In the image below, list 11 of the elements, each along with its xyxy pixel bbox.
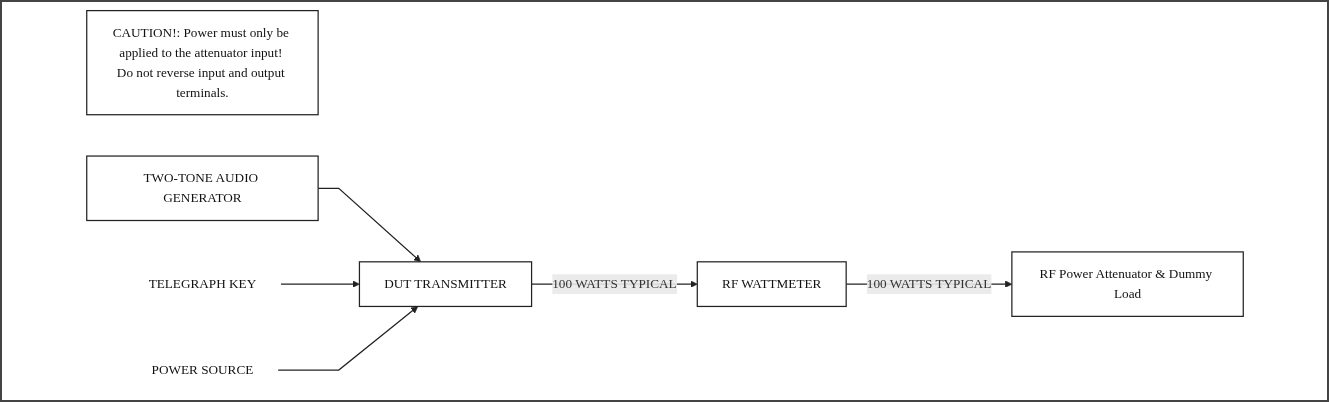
node-text: TELEGRAPH KEY <box>148 276 256 291</box>
node-box: CAUTION!: Power must only be applied to the attenuator input! Do not reverse input and output terminals. <box>85 9 319 115</box>
node-text: POWER SOURCE <box>151 362 253 377</box>
node-box: RF Power Attenuator & Dummy Load <box>1010 250 1244 317</box>
edge-label: 100 WATTS TYPICAL <box>551 276 677 291</box>
arrow <box>277 305 418 371</box>
edge-label: 100 WATTS TYPICAL <box>866 276 991 291</box>
node-box: DUT TRANSMITTER <box>358 260 532 307</box>
arrow <box>317 187 421 262</box>
node-box: RF WATTMETER <box>696 260 847 307</box>
node-box: TWO-TONE AUDIO GENERATOR <box>85 154 319 221</box>
